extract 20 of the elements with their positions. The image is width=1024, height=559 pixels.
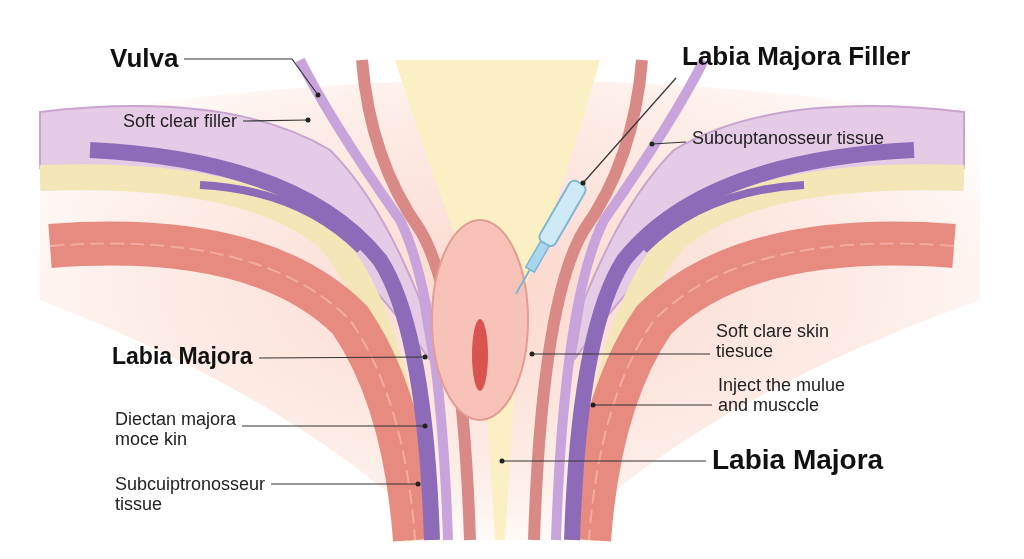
heading-label: Labia Majora Filler bbox=[682, 42, 952, 72]
leader-line bbox=[529, 351, 711, 357]
leader-line bbox=[649, 141, 687, 147]
callout-label: Subcuiptronosseur tissue bbox=[115, 474, 315, 515]
callout-label: Soft clare skin tiesuce bbox=[716, 321, 876, 362]
leader-line bbox=[242, 117, 311, 123]
leader-line bbox=[499, 458, 707, 464]
callout-label: Soft clear filler bbox=[123, 111, 273, 132]
callout-label: Subcuptanosseur tissue bbox=[692, 128, 932, 149]
heading-label: Labia Majora bbox=[112, 344, 282, 370]
leader-line bbox=[590, 402, 713, 408]
leader-line bbox=[258, 354, 428, 360]
leader-line bbox=[580, 77, 677, 186]
callout-label: Diectan majora moce kin bbox=[115, 409, 275, 450]
leader-line bbox=[270, 481, 421, 487]
leader-line bbox=[183, 58, 321, 98]
heading-label: Vulva bbox=[110, 44, 200, 74]
leader-line bbox=[241, 423, 428, 429]
heading-label: Labia Majora bbox=[712, 444, 912, 476]
callout-label: Inject the mulue and musccle bbox=[718, 375, 868, 416]
